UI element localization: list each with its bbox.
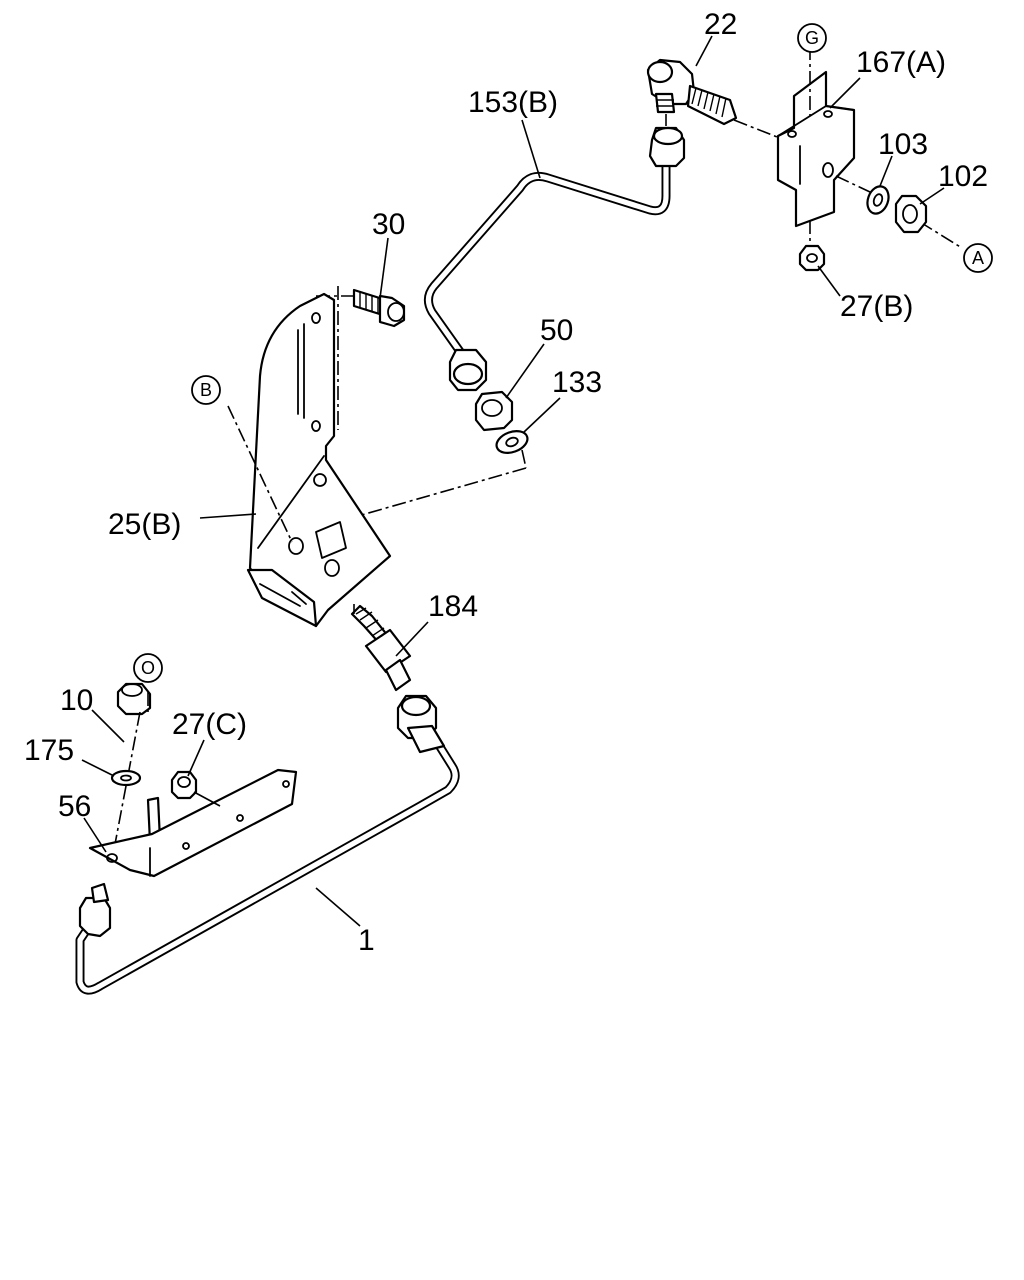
callout-56: 56 <box>58 790 91 823</box>
callout-167a: 167(A) <box>856 46 946 79</box>
bracket-25b <box>246 292 392 628</box>
callout-27b: 27(B) <box>840 290 913 323</box>
tube-153b <box>424 126 686 392</box>
nut-102 <box>894 194 928 234</box>
callout-22: 22 <box>704 8 737 41</box>
nut-27c <box>170 770 198 800</box>
svg-text:A: A <box>972 248 984 268</box>
tube-1 <box>75 694 460 995</box>
callout-25b: 25(B) <box>108 508 181 541</box>
banjo-fitting-22 <box>646 58 738 126</box>
callout-10: 10 <box>60 684 93 717</box>
nut-50 <box>474 390 514 432</box>
callout-50: 50 <box>540 314 573 347</box>
callout-27c: 27(C) <box>172 708 247 741</box>
callout-102: 102 <box>938 160 988 193</box>
nut-27b <box>798 244 826 272</box>
clip-56 <box>88 768 298 878</box>
svg-text:G: G <box>805 28 819 48</box>
bolt-30 <box>352 288 406 328</box>
washer-175 <box>110 769 142 787</box>
svg-text:O: O <box>141 658 155 678</box>
ref-marker-a: A <box>963 243 993 273</box>
washer-103 <box>866 185 890 215</box>
callout-103: 103 <box>878 128 928 161</box>
callout-133: 133 <box>552 366 602 399</box>
nut-10 <box>116 682 152 716</box>
svg-text:B: B <box>200 380 212 400</box>
callout-153b: 153(B) <box>468 86 558 119</box>
callout-30: 30 <box>372 208 405 241</box>
washer-133 <box>495 430 529 454</box>
ref-marker-o: O <box>133 653 163 683</box>
callout-175: 175 <box>24 734 74 767</box>
ref-marker-b: B <box>191 375 221 405</box>
ref-marker-g: G <box>797 23 827 53</box>
callout-1: 1 <box>358 924 375 957</box>
leader-lines <box>81 35 945 927</box>
union-184 <box>350 604 412 692</box>
callout-184: 184 <box>428 590 478 623</box>
